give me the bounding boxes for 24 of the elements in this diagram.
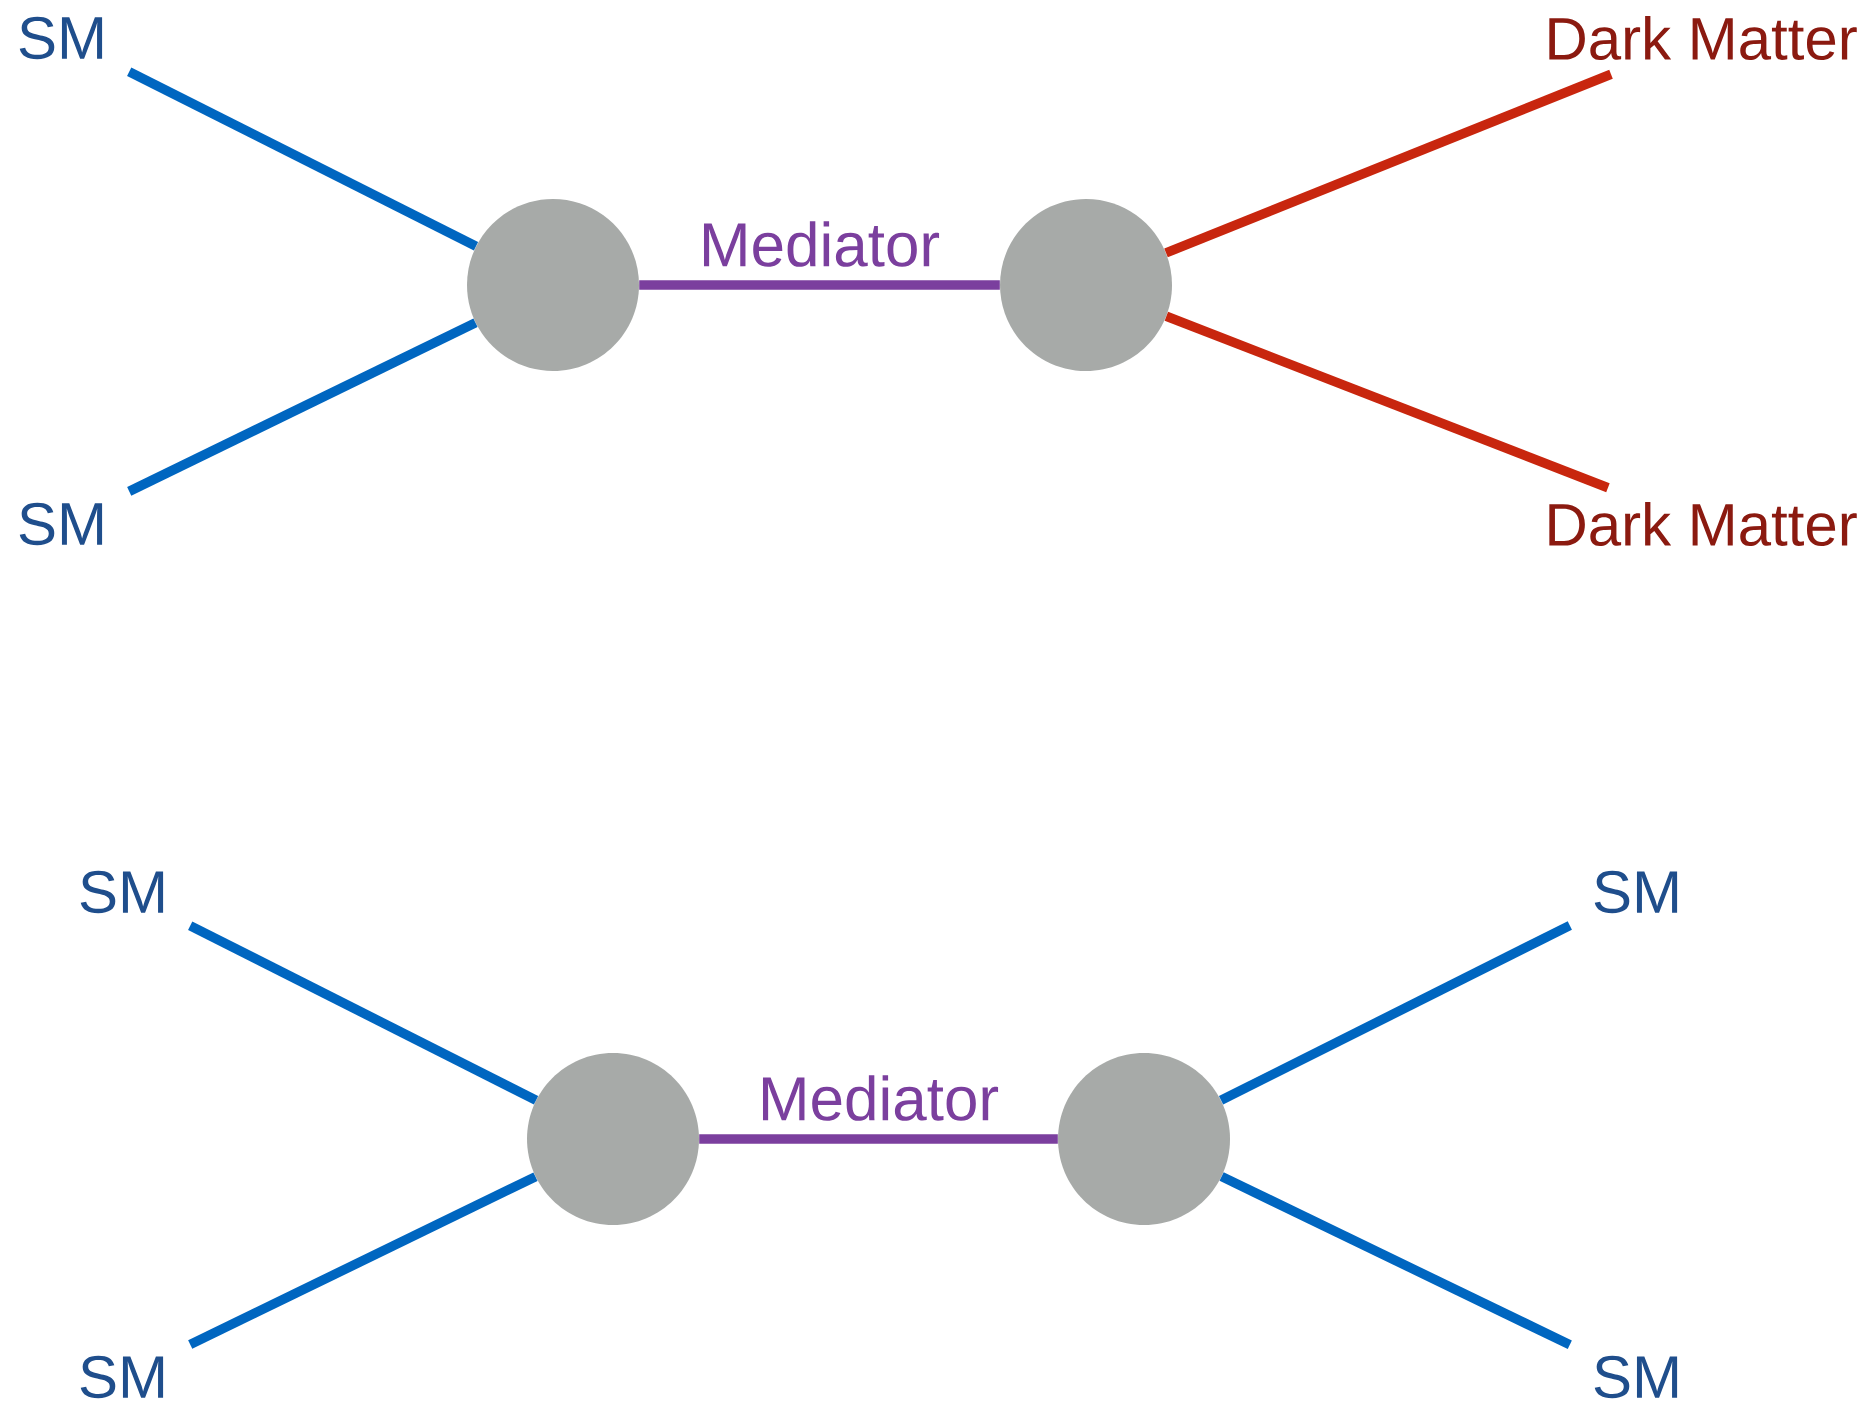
propagator-line (699, 1134, 1058, 1144)
propagator-line (127, 67, 479, 251)
vertex-circle (1058, 1053, 1230, 1225)
propagator-line (1164, 311, 1610, 493)
propagator-line (188, 921, 539, 1105)
edge-label: Mediator (704, 221, 940, 267)
particle-label: SM (1594, 870, 1678, 914)
particle-label: Dark Matter (1549, 15, 1857, 60)
vertex-circle (1000, 199, 1172, 371)
propagator-line (188, 1172, 538, 1349)
particle-label: SM (80, 1355, 164, 1399)
particle-label: SM (1594, 1355, 1678, 1399)
propagator-line (1219, 1172, 1572, 1350)
propagator-line (639, 280, 1000, 290)
particle-label: Dark Matter (1549, 501, 1857, 546)
edge-label: Mediator (763, 1075, 999, 1121)
vertex-circle (527, 1053, 699, 1225)
particle-label: SM (19, 502, 103, 546)
vertex-circle (467, 199, 639, 371)
propagator-line (1218, 921, 1572, 1105)
particle-label: SM (80, 870, 164, 914)
propagator-line (1164, 69, 1613, 258)
propagator-line (127, 318, 478, 496)
particle-label: SM (19, 16, 103, 60)
